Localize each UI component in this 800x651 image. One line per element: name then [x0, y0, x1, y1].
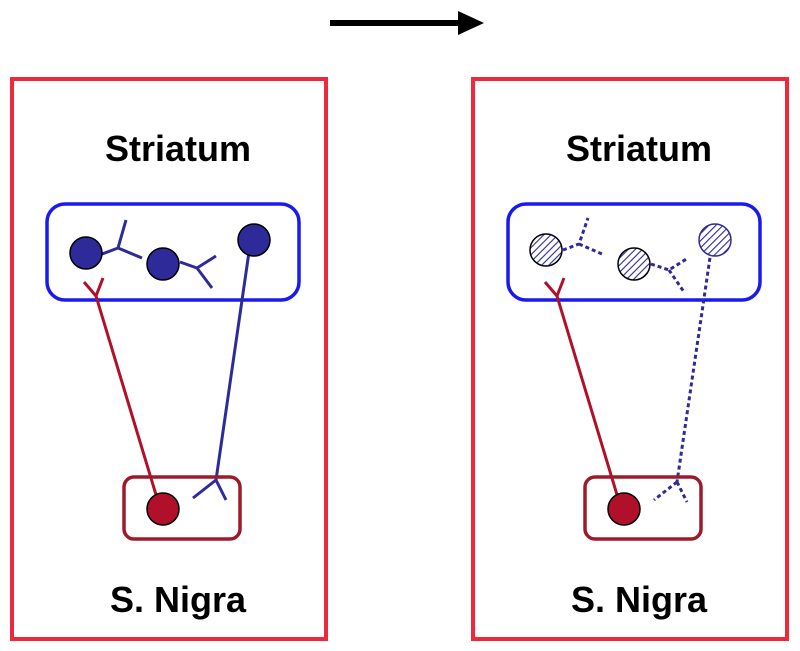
striatum-box [45, 202, 301, 302]
panel-frame [10, 77, 328, 641]
degenerating-neuron [698, 223, 732, 257]
panel-normal: Striatum S. Nigra [10, 77, 328, 641]
striatal-neurons [101, 219, 252, 501]
degenerating-dendrites [562, 217, 714, 503]
nigra-label: S. Nigra [571, 579, 708, 620]
striatal-neuron [237, 223, 271, 257]
nigral-projection [543, 277, 623, 509]
striatum-label: Striatum [566, 128, 712, 169]
nigral-neuron [607, 492, 641, 526]
nigra-label: S. Nigra [110, 579, 247, 620]
degenerating-neuron [617, 247, 651, 281]
degenerating-neuron [529, 233, 563, 267]
striatum-box [506, 202, 762, 302]
panel-degenerated: Striatum S. Nigra [471, 77, 789, 641]
right-arrow-icon [330, 11, 484, 35]
striatal-neuron [69, 236, 103, 270]
nigra-box [583, 475, 703, 541]
striatal-neuron [146, 247, 180, 281]
nigra-box [122, 475, 242, 541]
nigral-projection [82, 277, 162, 509]
striatum-label: Striatum [105, 128, 251, 169]
nigral-neuron [146, 492, 180, 526]
panel-frame [471, 77, 789, 641]
